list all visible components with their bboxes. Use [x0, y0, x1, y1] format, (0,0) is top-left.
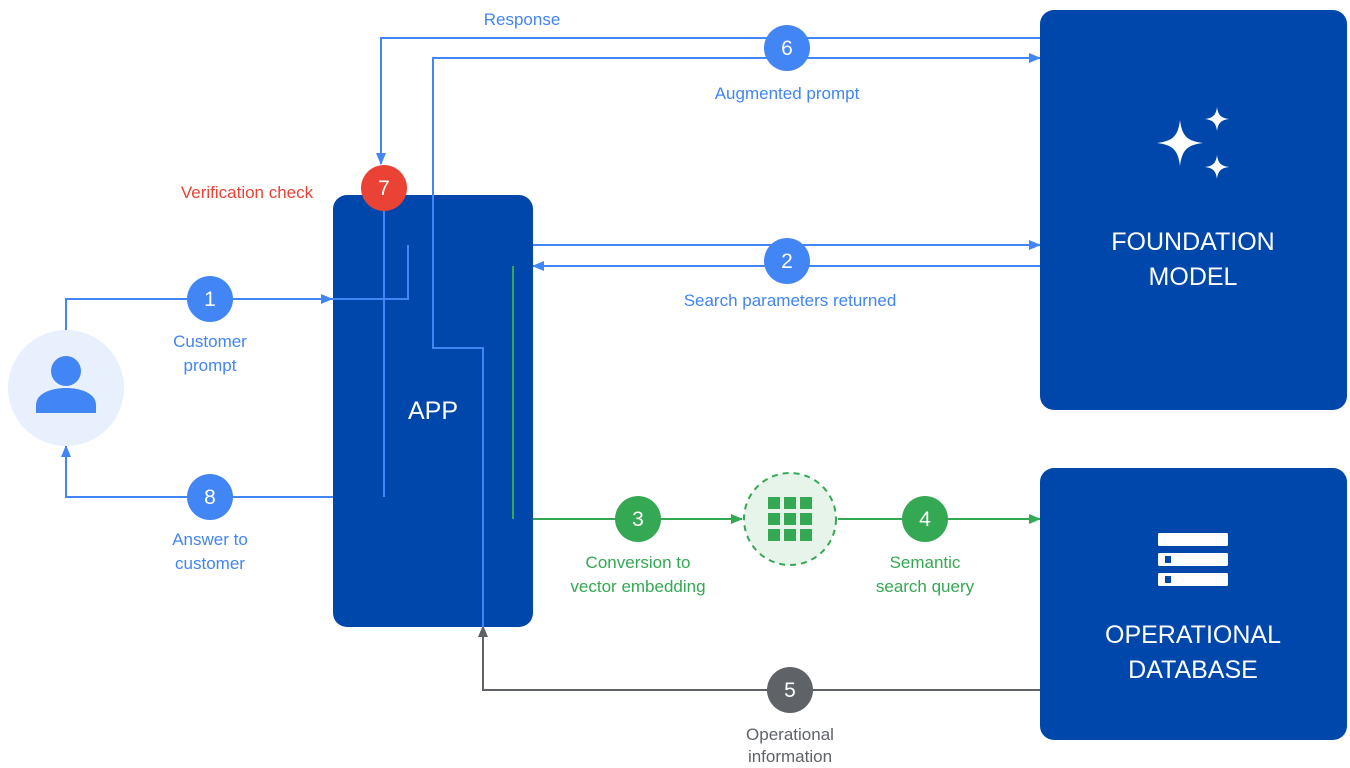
- step-6-badge: 6: [764, 25, 810, 71]
- customer-prompt-label-line1: Customer: [173, 332, 247, 351]
- operational-database-node: OPERATIONAL DATABASE: [1040, 468, 1347, 740]
- database-icon: [1158, 533, 1228, 586]
- step-4-badge: 4: [902, 496, 948, 542]
- app-label: APP: [408, 397, 458, 425]
- step-2-number: 2: [781, 250, 793, 273]
- step-7-number: 7: [378, 177, 390, 200]
- foundation-model-label-line1: FOUNDATION: [1111, 228, 1274, 256]
- step-1-badge: 1: [187, 276, 233, 322]
- search-params-label: Search parameters returned: [684, 291, 897, 310]
- conversion-label-line1: Conversion to: [586, 553, 691, 572]
- augmented-prompt-label: Augmented prompt: [715, 84, 860, 103]
- conversion-label-line2: vector embedding: [570, 577, 705, 596]
- foundation-model-label-line2: MODEL: [1149, 263, 1238, 291]
- semantic-label-line1: Semantic: [890, 553, 961, 572]
- augmented-prompt-overlay: [432, 195, 484, 627]
- step-1-number: 1: [204, 288, 216, 311]
- step-5-badge: 5: [767, 667, 813, 713]
- database-label-line2: DATABASE: [1128, 656, 1258, 684]
- step-4-number: 4: [919, 508, 931, 531]
- step-8-badge: 8: [187, 474, 233, 520]
- step-3-number: 3: [632, 508, 644, 531]
- answer-label-line1: Answer to: [172, 530, 248, 549]
- answer-label-line2: customer: [175, 554, 245, 573]
- customer-prompt-connector: [65, 294, 333, 330]
- operational-info-label-line2: information: [748, 747, 832, 766]
- foundation-model-node: FOUNDATION MODEL: [1040, 10, 1347, 410]
- step-8-number: 8: [204, 486, 216, 509]
- response-label: Response: [484, 10, 561, 29]
- grid-icon: [768, 497, 812, 541]
- verification-check-label: Verification check: [181, 183, 314, 202]
- operational-info-connector: [478, 625, 1040, 691]
- response-connector: [376, 37, 1040, 165]
- operational-info-label-line1: Operational: [746, 725, 834, 744]
- step-5-number: 5: [784, 679, 796, 702]
- step-7-badge: 7: [361, 165, 407, 211]
- app-internal-lines: [333, 195, 409, 497]
- step-6-number: 6: [781, 37, 793, 60]
- semantic-label-line2: search query: [876, 577, 975, 596]
- person-icon: [36, 356, 96, 413]
- embedding-node: [743, 472, 837, 566]
- sparkle-icon: [1157, 107, 1229, 179]
- database-label-line1: OPERATIONAL: [1105, 621, 1281, 649]
- user-node: [8, 330, 124, 446]
- customer-prompt-label-line2: prompt: [184, 356, 237, 375]
- step-2-badge: 2: [764, 238, 810, 284]
- step-3-badge: 3: [615, 496, 661, 542]
